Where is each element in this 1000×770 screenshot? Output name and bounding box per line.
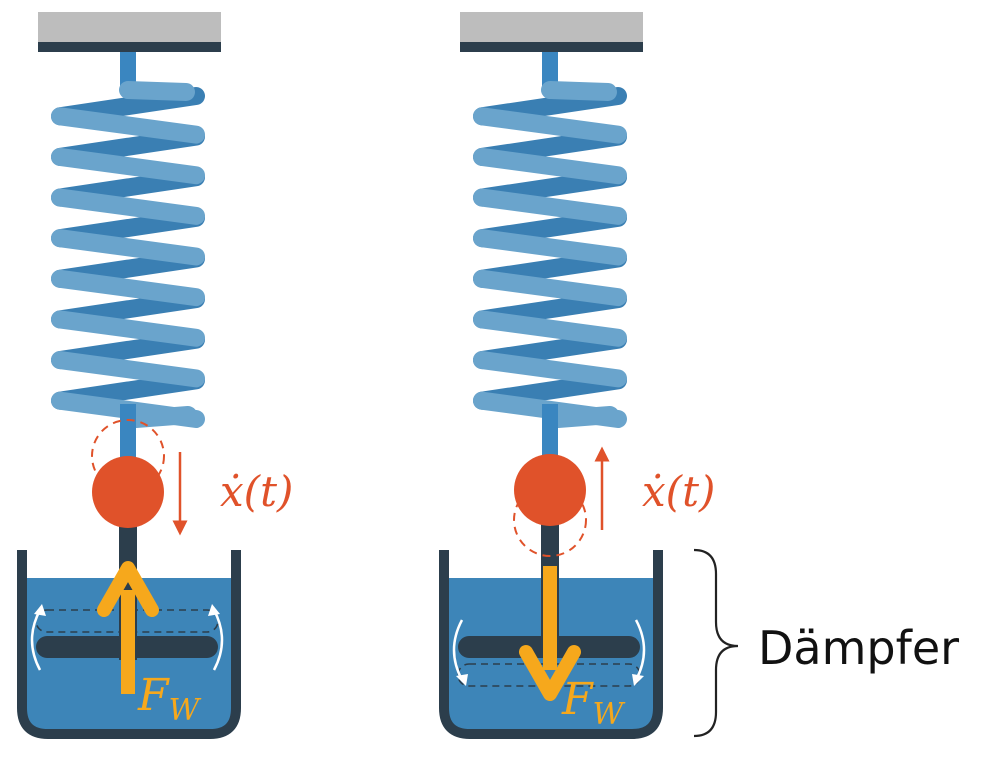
spring-coil-segment	[473, 269, 627, 307]
spring-coil-segment	[51, 188, 205, 225]
spring-coil-segment	[51, 229, 205, 266]
force-arrow-shaft	[121, 590, 135, 694]
mass	[92, 456, 164, 528]
system-left: ẋ(t) FW	[17, 12, 293, 739]
damper-label: Dämpfer	[758, 621, 959, 675]
spring-coil-segment	[473, 188, 627, 225]
spring-coil-segment	[51, 147, 205, 185]
flow-arrow-left	[452, 619, 464, 681]
spring-coil-segment	[51, 310, 205, 347]
spring-coil-segment	[473, 351, 627, 388]
damper-brace	[693, 548, 739, 738]
force-arrow-head	[519, 645, 581, 701]
force-arrow-head	[97, 561, 159, 617]
force-label: FW	[137, 670, 202, 728]
velocity-label: ẋ(t)	[642, 467, 715, 516]
spring-coil-segment	[51, 269, 205, 307]
spring-coil-segment	[549, 406, 619, 428]
spring-coil-segment	[473, 147, 627, 185]
force-label: FW	[561, 674, 626, 732]
system-right: ẋ(t) FW	[439, 12, 715, 739]
spring-coil-segment	[541, 81, 617, 101]
ceiling-mount	[38, 12, 221, 52]
velocity-label: ẋ(t)	[220, 467, 293, 516]
spring	[51, 81, 205, 428]
spring-coil-segment	[473, 107, 627, 144]
force-arrow-shaft	[543, 566, 557, 670]
flow-arrow-left	[30, 609, 42, 671]
flow-arrow-right	[212, 609, 224, 671]
spring-coil-segment	[51, 351, 205, 388]
spring-coil-segment	[51, 107, 205, 144]
mass	[514, 454, 586, 526]
bottom-rod	[120, 404, 136, 460]
bottom-rod	[542, 404, 558, 460]
ceiling-mount	[460, 12, 643, 52]
spring-coil-segment	[119, 81, 195, 101]
spring-coil-segment	[473, 310, 627, 347]
spring	[473, 81, 627, 428]
spring-coil-segment	[127, 406, 197, 428]
spring-coil-segment	[473, 229, 627, 266]
flow-arrow-right	[634, 619, 646, 681]
